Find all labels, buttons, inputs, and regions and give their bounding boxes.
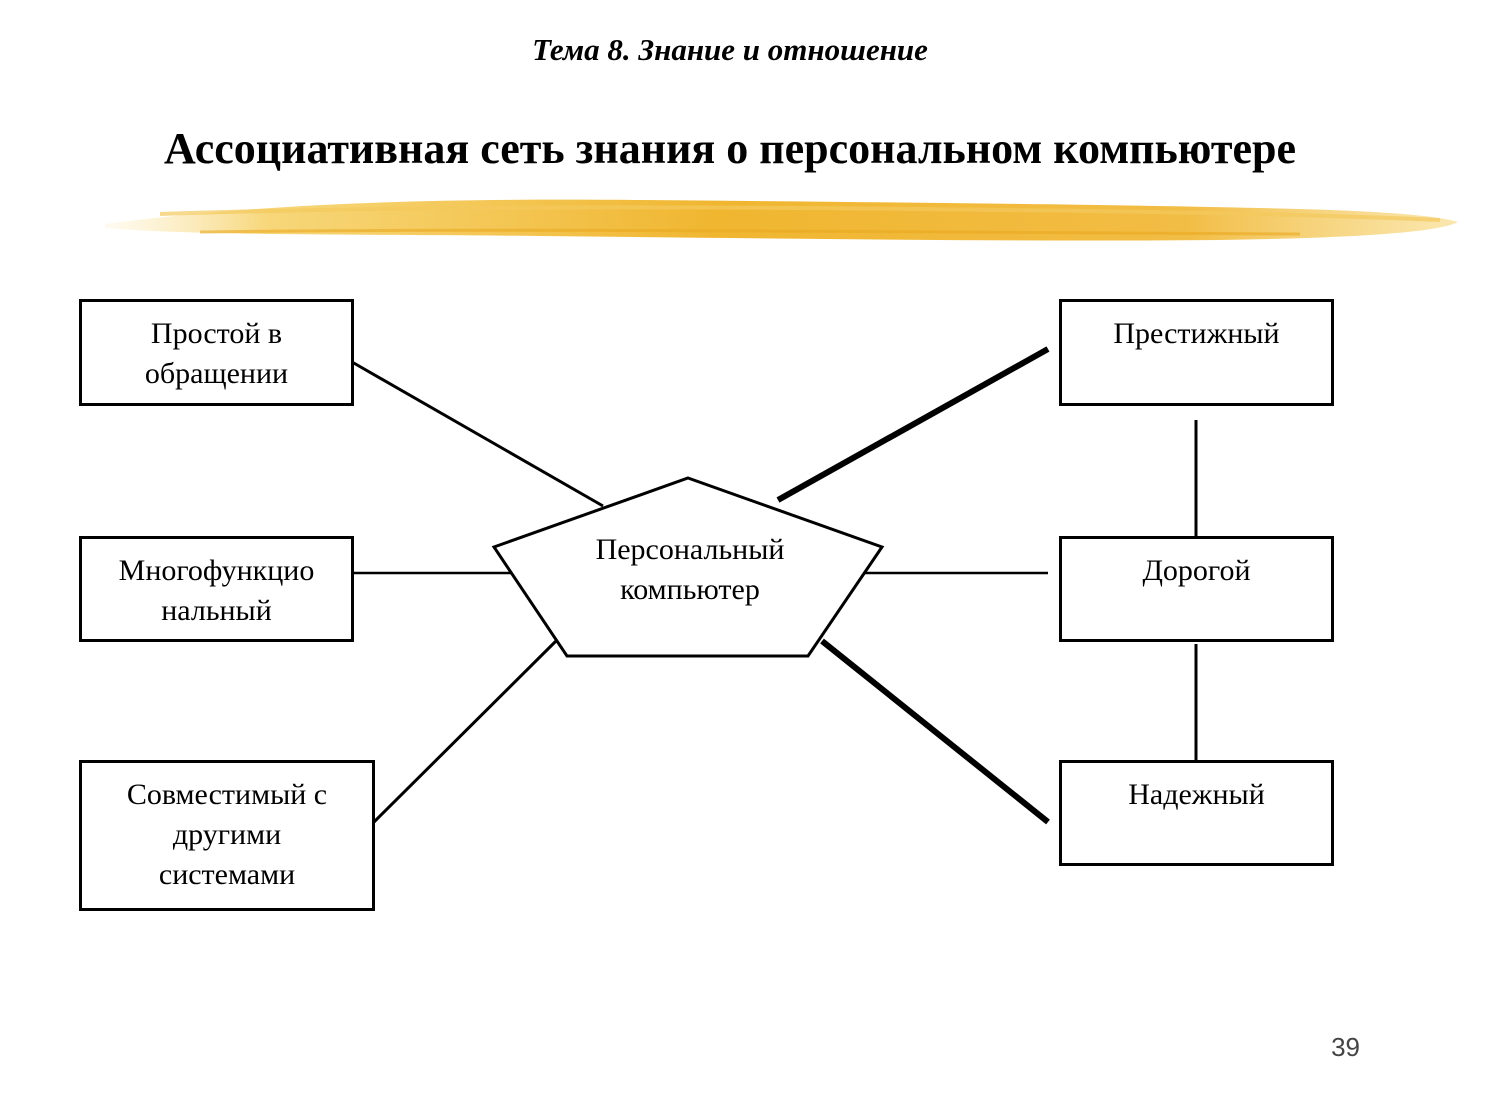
node-label: Престижный	[1113, 317, 1280, 350]
brush-stroke-decoration	[105, 199, 1458, 241]
node-multifunctional: Многофункцио нальный	[79, 536, 354, 642]
page-number: 39	[1331, 1032, 1360, 1062]
link-center-prestigious	[776, 346, 1050, 503]
node-prestigious: Престижный	[1059, 299, 1334, 406]
node-label-line: Многофункцио	[118, 554, 315, 587]
node-compatible: Совместимый с другими системами	[79, 760, 375, 911]
node-reliable: Надежный	[1059, 760, 1334, 866]
node-expensive: Дорогой	[1059, 536, 1334, 642]
node-label-line: нальный	[161, 594, 272, 627]
node-label-line: обращении	[144, 357, 289, 390]
center-pentagon	[491, 476, 885, 658]
slide-subtitle: Тема 8. Знание и отношение	[532, 32, 928, 67]
node-label-line: Простой в	[150, 317, 283, 350]
node-label: Надежный	[1128, 778, 1265, 811]
node-label-line: Совместимый с	[126, 778, 328, 811]
link-center-reliable	[820, 638, 1050, 825]
node-label-line: другими	[172, 818, 282, 851]
node-label: Дорогой	[1142, 554, 1251, 587]
link-center-simple	[351, 360, 604, 508]
node-simple-to-use: Простой в обращении	[79, 299, 354, 406]
slide-title: Ассоциативная сеть знания о персональном…	[164, 124, 1296, 173]
link-center-compatible	[372, 639, 558, 824]
node-label-line: системами	[158, 858, 296, 891]
center-node-label: Персональный компьютер	[595, 533, 785, 606]
